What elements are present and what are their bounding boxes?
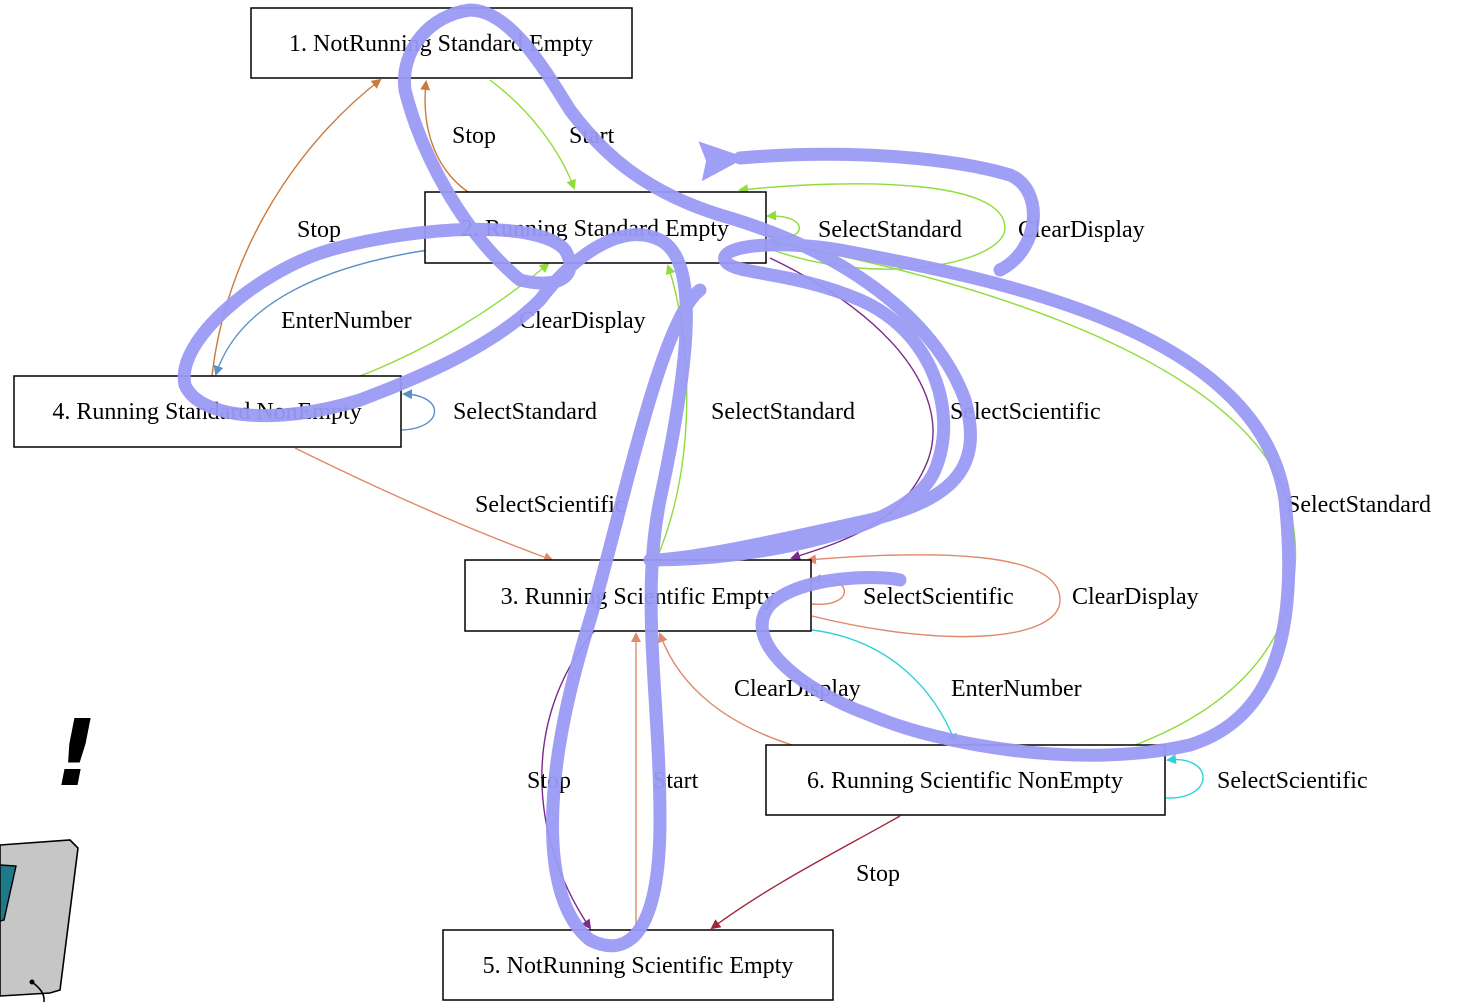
- edge-label-2-1-stop: Stop: [452, 123, 496, 149]
- state-label-6: 6. Running Scientific NonEmpty: [807, 768, 1123, 794]
- state-label-1: 1. NotRunning Standard Empty: [289, 31, 593, 57]
- edge-label-4-1-stop: Stop: [297, 217, 341, 243]
- exclamation-mark: !: [55, 700, 97, 807]
- edge-4-3-selectscientific: [294, 447, 554, 562]
- edge-4-1-stop: [211, 78, 382, 377]
- edge-label-3-6-enternumber: EnterNumber: [951, 676, 1082, 702]
- state-node-5: 5. NotRunning Scientific Empty: [442, 929, 834, 1001]
- scribble-overlay-path: [177, 3, 1296, 953]
- edge-label-2-4-enternumber: EnterNumber: [281, 308, 412, 334]
- edge-label-6-5-stop: Stop: [856, 861, 900, 887]
- edge-2-2-cleardisplay: [738, 183, 1006, 270]
- edge-label-3-3-cleardisplay: ClearDisplay: [1072, 584, 1199, 610]
- edge-6-2-selectstandard: [770, 238, 1297, 746]
- edge-2-1-stop: [420, 80, 469, 193]
- edge-label-4-2-cleardisplay: ClearDisplay: [519, 308, 646, 334]
- edge-6-5-stop: [710, 815, 901, 930]
- notepad-clipart-icon: [0, 839, 79, 1003]
- edge-label-4-4-selectstandard: SelectStandard: [453, 399, 597, 425]
- state-node-3: 3. Running Scientific Empty: [464, 559, 812, 632]
- edge-label-6-2-selectstandard: SelectStandard: [1287, 492, 1431, 518]
- edge-label-6-6-selectscientific: SelectScientific: [1217, 768, 1368, 794]
- edge-3-3-cleardisplay: [806, 554, 1061, 638]
- edge-6-3-cleardisplay: [657, 632, 793, 746]
- edge-1-2-start: [489, 79, 576, 190]
- state-label-3: 3. Running Scientific Empty: [501, 584, 776, 610]
- edge-6-6-selectscientific: [1165, 754, 1204, 799]
- edge-4-4-selectstandard: [401, 389, 436, 431]
- edge-3-6-enternumber: [811, 629, 957, 744]
- edge-3-2-selectstandard: [655, 264, 688, 561]
- edge-label-3-2-selectstandard: SelectStandard: [711, 399, 855, 425]
- edge-label-3-3-selectscientific: SelectScientific: [863, 584, 1014, 610]
- edge-2-4-enternumber: [213, 249, 429, 376]
- state-label-5: 5. NotRunning Scientific Empty: [483, 953, 794, 979]
- state-node-6: 6. Running Scientific NonEmpty: [765, 744, 1166, 816]
- edge-label-2-2-selectstandard: SelectStandard: [818, 217, 962, 243]
- edge-2-3-selectscientific: [769, 257, 934, 561]
- edge-label-4-3-selectscientific: SelectScientific: [475, 492, 626, 518]
